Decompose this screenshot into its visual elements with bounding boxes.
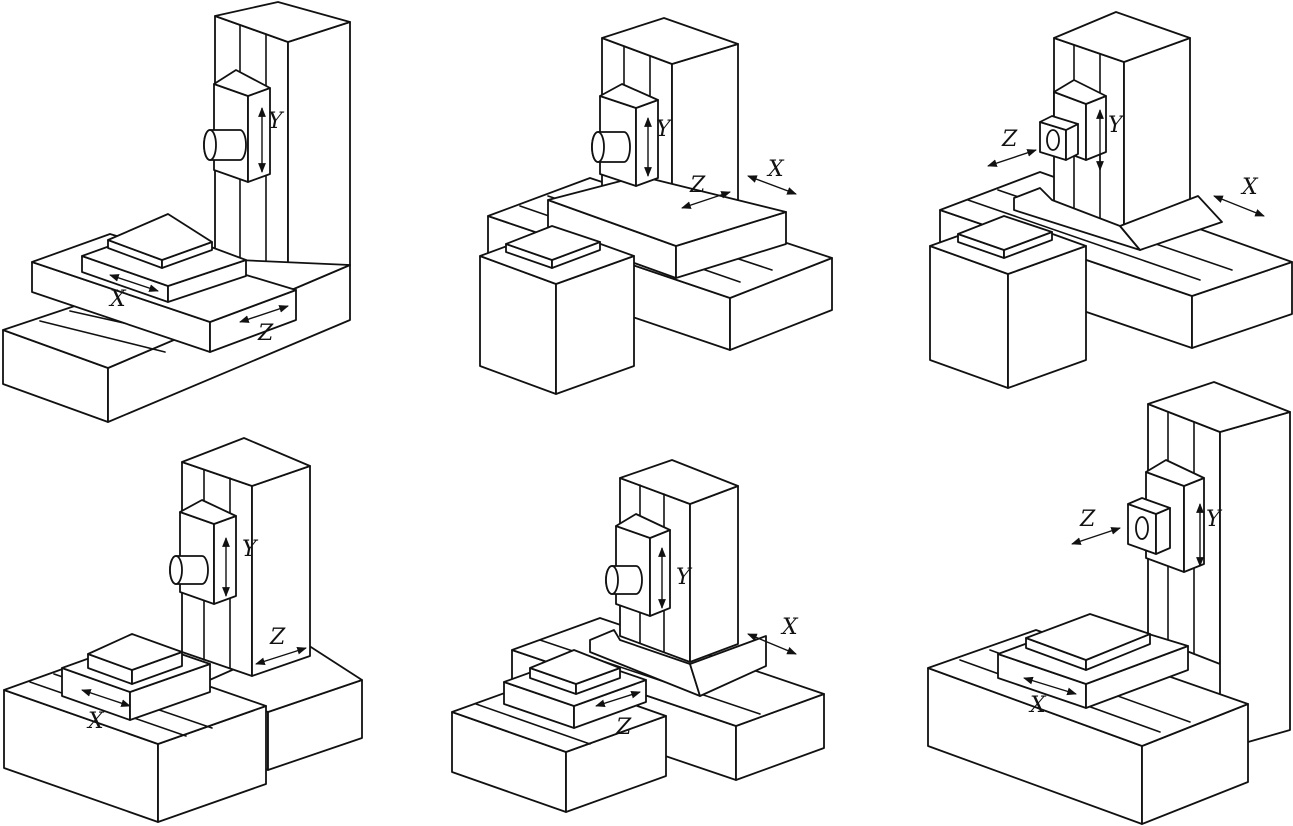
x-axis-arrow	[1213, 195, 1265, 217]
y-axis-label: Y	[268, 109, 285, 134]
headstock	[203, 69, 271, 183]
x-axis-label: X	[108, 287, 127, 312]
machine-3: Y Z X	[929, 11, 1293, 389]
headstock	[605, 513, 671, 617]
headstock	[591, 83, 659, 187]
z-axis-arrow	[239, 305, 289, 323]
y-axis-label: Y	[1206, 507, 1223, 532]
z-axis-label: Z	[269, 625, 286, 650]
x-axis-arrow	[81, 689, 131, 707]
z-axis-arrow	[595, 690, 641, 708]
machine-1: Y X Z	[2, 1, 351, 423]
x-axis-label: X	[86, 709, 105, 734]
z-axis-label: Z	[689, 173, 706, 198]
headstock	[169, 499, 237, 605]
machine-6: Y Z X	[927, 381, 1291, 825]
z-axis-arrow	[255, 646, 307, 666]
x-axis-arrow	[109, 274, 159, 292]
x-axis-arrow	[747, 633, 797, 655]
y-axis-label: Y	[656, 117, 673, 142]
x-axis-label: X	[766, 157, 785, 182]
z-axis-label: Z	[1079, 507, 1096, 532]
x-axis-arrow	[1023, 676, 1077, 696]
slide-way	[1013, 187, 1223, 251]
axis-arrows: Y Z X	[987, 109, 1265, 217]
axis-arrows: Y Z X	[1023, 503, 1223, 718]
x-axis-label: X	[1028, 693, 1047, 718]
column	[1147, 381, 1291, 751]
machine-4: Y Z X	[3, 437, 363, 823]
headstock	[1127, 459, 1205, 573]
axis-arrows: Y Z X	[81, 537, 307, 734]
x-axis-arrow	[747, 175, 797, 195]
slide-way	[589, 629, 767, 697]
headstock	[1039, 79, 1107, 161]
z-axis-label: Z	[257, 321, 274, 346]
z-axis-arrow	[681, 191, 731, 209]
x-axis-label: X	[1240, 175, 1259, 200]
saddle	[547, 175, 787, 279]
saddle	[503, 649, 647, 729]
z-axis-label: Z	[615, 715, 632, 740]
machine-2: Y Z X	[479, 17, 833, 395]
z-axis-arrow	[1071, 527, 1121, 545]
z-axis-label: Z	[1001, 127, 1018, 152]
y-axis-label: Y	[676, 565, 693, 590]
front-table-block	[929, 215, 1087, 389]
saddle	[61, 633, 211, 721]
x-axis-label: X	[780, 615, 799, 640]
y-axis-label: Y	[242, 537, 259, 562]
axis-arrows: Y X Z	[595, 547, 799, 740]
y-axis-label: Y	[1108, 113, 1125, 138]
axis-arrows: Y X Z	[108, 107, 289, 346]
axis-arrows: Y Z X	[644, 117, 797, 209]
z-axis-arrow	[987, 149, 1037, 167]
front-table-block	[479, 225, 635, 395]
machine-5: Y X Z	[451, 459, 825, 813]
